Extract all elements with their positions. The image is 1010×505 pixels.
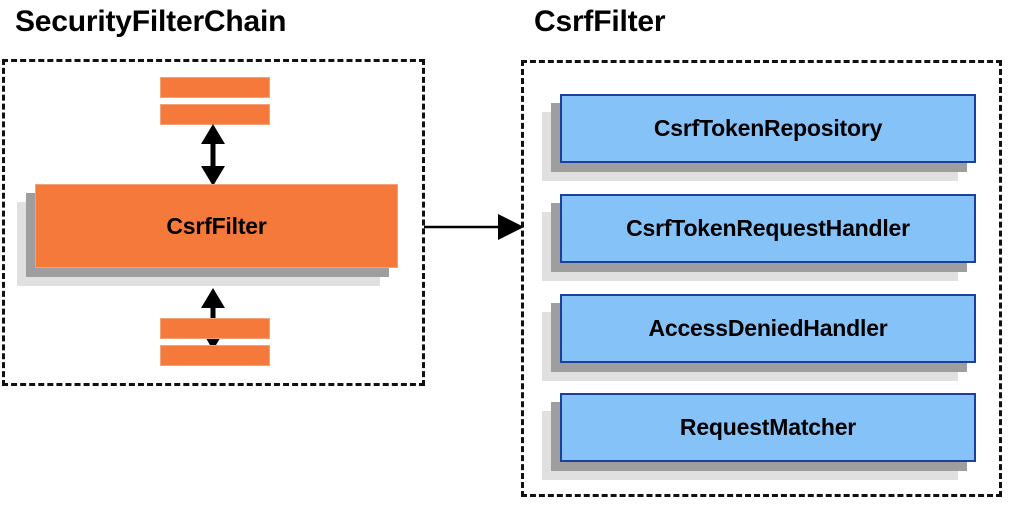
collaborator-label: CsrfTokenRepository (653, 115, 883, 141)
csrf-filter-label: CsrfFilter (166, 212, 267, 239)
panel-csrf-filter-internals (521, 60, 1002, 497)
collaborator-label: AccessDeniedHandler (648, 315, 888, 341)
csrf-filter-face: CsrfFilter (35, 184, 398, 268)
page-title-csrf-filter: CsrfFilter (534, 5, 666, 38)
filter-bar-top-1 (160, 77, 270, 98)
collaborator-face: AccessDeniedHandler (560, 294, 976, 363)
arrow-up-double (201, 124, 225, 186)
collaborator-box-csrf-token-repository: CsrfTokenRepository (542, 94, 976, 181)
collaborator-box-request-matcher: RequestMatcher (542, 393, 976, 480)
collaborator-box-access-denied-handler: AccessDeniedHandler (542, 294, 976, 381)
collaborator-label: RequestMatcher (679, 414, 857, 440)
collaborator-box-csrf-token-request-handler: CsrfTokenRequestHandler (542, 194, 976, 281)
collaborator-label: CsrfTokenRequestHandler (626, 215, 910, 241)
filter-bar-bottom-1 (160, 318, 270, 339)
collaborator-face: RequestMatcher (560, 393, 976, 462)
collaborator-face: CsrfTokenRepository (560, 94, 976, 163)
filter-bar-top-2 (160, 104, 270, 125)
csrf-filter-box: CsrfFilter (17, 184, 398, 286)
collaborator-face: CsrfTokenRequestHandler (560, 194, 976, 263)
arrow-right (424, 214, 524, 240)
panel-security-filter-chain (2, 59, 425, 386)
filter-bar-bottom-2 (160, 345, 270, 366)
page-title-security-filter-chain: SecurityFilterChain (15, 5, 287, 38)
